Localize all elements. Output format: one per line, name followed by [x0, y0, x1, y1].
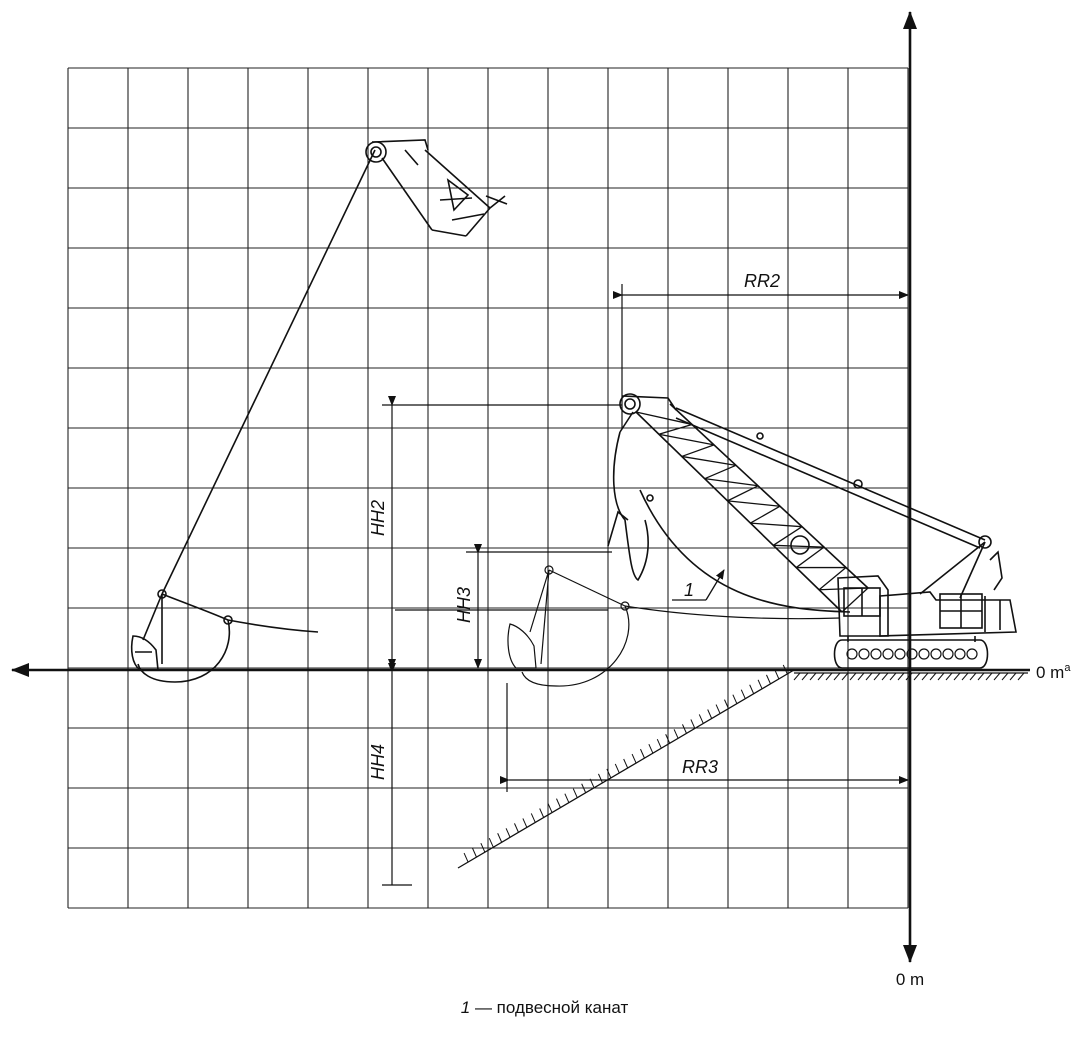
ground-zero-footnote: a [1064, 662, 1071, 674]
ground-zero-label: 0 ma [1036, 662, 1071, 682]
caption-text: — подвесной канат [470, 998, 629, 1017]
hoist-rope-far [161, 149, 376, 595]
bucket-far-position [130, 149, 376, 683]
bucket-mid-position [507, 565, 841, 687]
figure-caption: 1 — подвесной канат [0, 998, 1089, 1018]
caption-number: 1 [460, 998, 471, 1017]
diagram-labels: RR2 RR3 HH2 HH3 HH4 1 0 ma 0 m [368, 271, 1071, 989]
rr3-label: RR3 [682, 757, 718, 777]
hh3-label: HH3 [454, 587, 474, 623]
boom-tip-upper [365, 139, 508, 237]
callout-1-label: 1 [684, 580, 694, 600]
axes [11, 11, 1030, 963]
hh2-label: HH2 [368, 500, 388, 536]
dimension-lines [382, 284, 909, 886]
hh4-label: HH4 [368, 744, 388, 780]
callout-suspension-rope [672, 569, 725, 601]
axis-zero-label: 0 m [896, 970, 924, 989]
background-grid [67, 67, 909, 909]
rr2-label: RR2 [744, 271, 780, 291]
excavation-slope [457, 664, 1028, 869]
crawler-crane [607, 393, 1017, 669]
